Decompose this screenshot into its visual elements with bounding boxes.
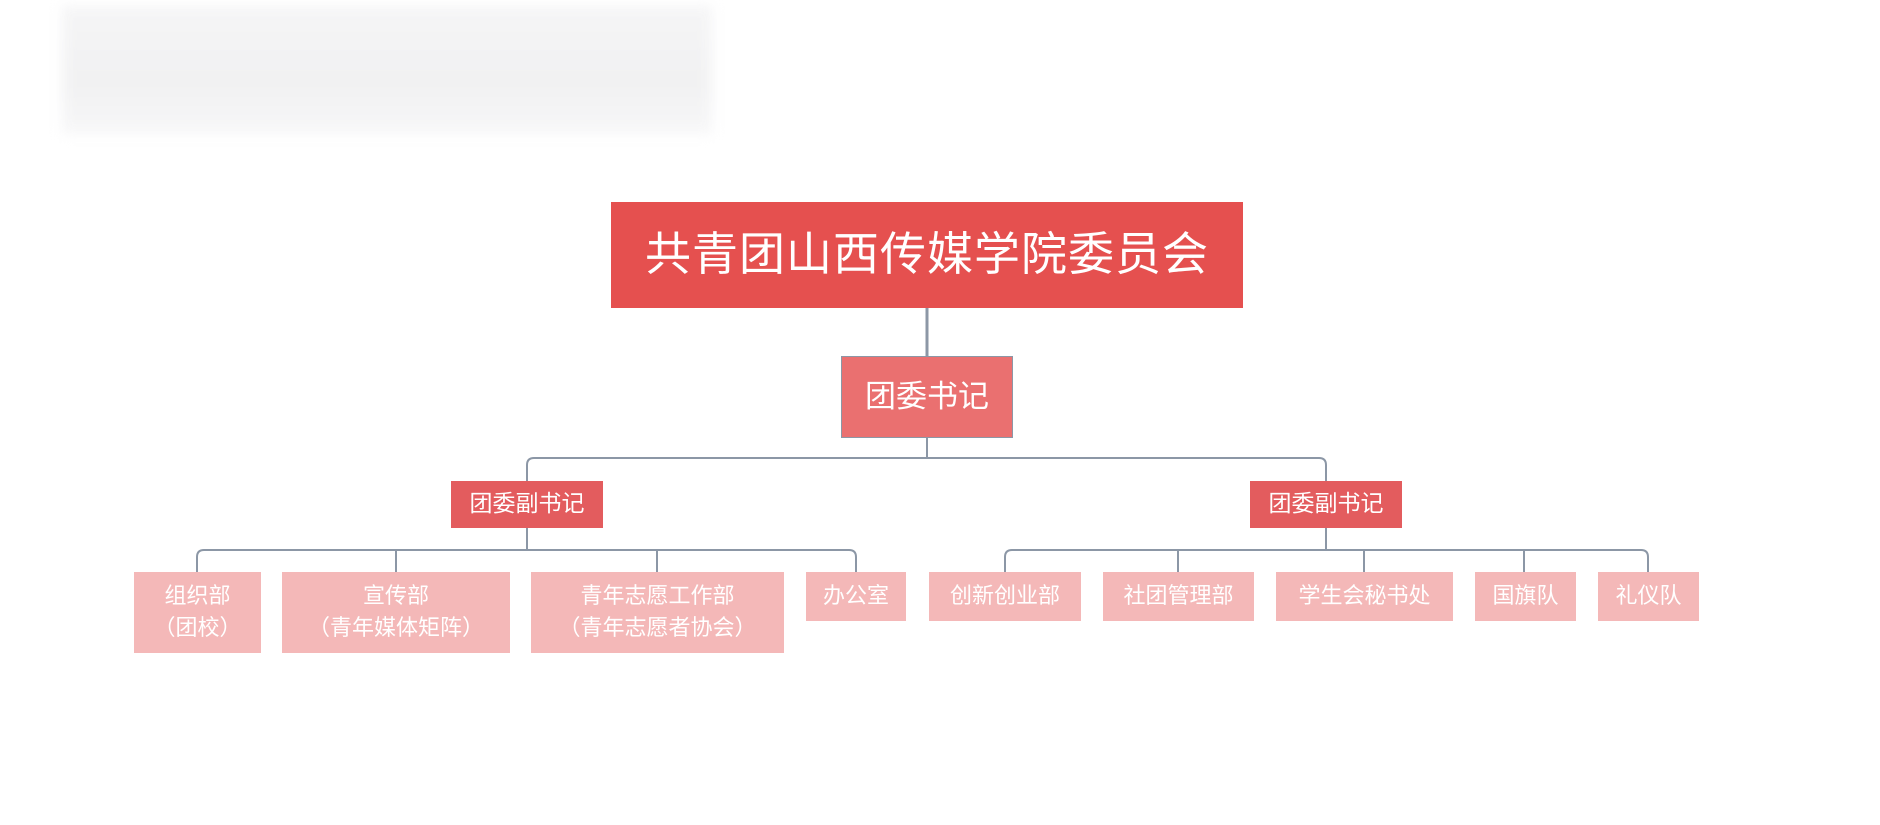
connector-deputies-bar: [526, 457, 1327, 481]
connector-right-departments-bar: [1004, 549, 1649, 572]
department-office: 办公室: [806, 572, 906, 621]
blurred-header-region: [62, 6, 712, 134]
department-flag-team: 国旗队: [1475, 572, 1576, 621]
department-etiquette-team: 礼仪队: [1598, 572, 1699, 621]
deputy-secretary-node-right: 团委副书记: [1250, 481, 1402, 528]
department-organization: 组织部 （团校）: [134, 572, 261, 653]
department-publicity: 宣传部 （青年媒体矩阵）: [282, 572, 510, 653]
deputy-secretary-node-left: 团委副书记: [451, 481, 603, 528]
org-root-node: 共青团山西传媒学院委员会: [611, 202, 1243, 308]
department-innovation: 创新创业部: [929, 572, 1081, 621]
connector-left-departments-bar: [196, 549, 857, 572]
department-club-management: 社团管理部: [1103, 572, 1254, 621]
department-volunteer: 青年志愿工作部 （青年志愿者协会）: [531, 572, 784, 653]
secretary-node: 团委书记: [841, 356, 1013, 438]
department-student-union-secretariat: 学生会秘书处: [1276, 572, 1453, 621]
